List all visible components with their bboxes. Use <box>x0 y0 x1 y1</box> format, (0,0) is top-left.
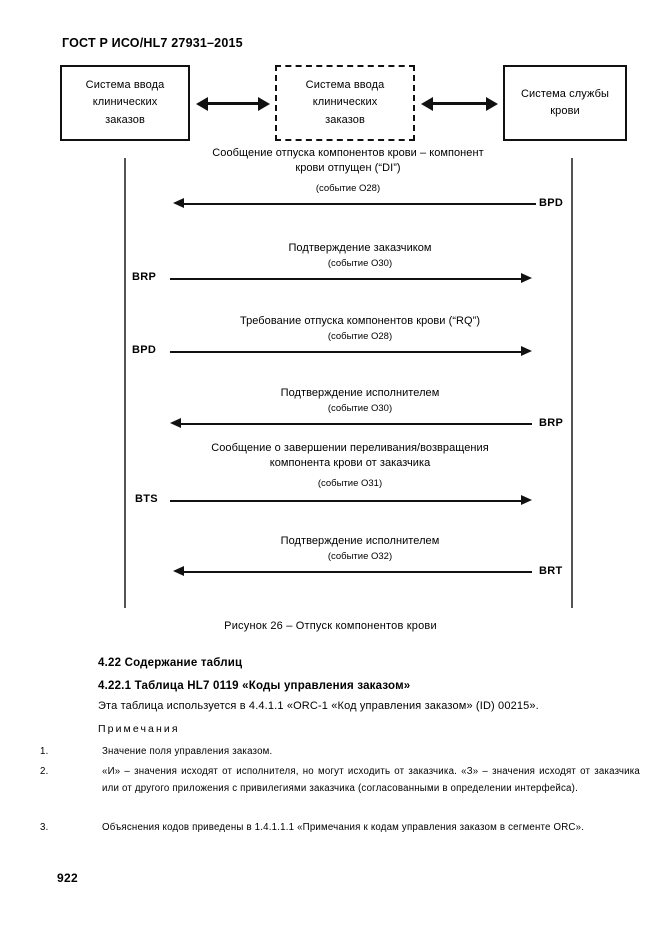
box-line: Система ввода <box>305 79 385 92</box>
lifeline-left <box>124 158 126 608</box>
arrow-head-left-icon <box>173 198 184 208</box>
arrow-shaft <box>204 102 262 105</box>
arrow-head-right-icon <box>521 273 532 283</box>
message-2-segment-label: BRP <box>132 271 157 283</box>
arrow-head-left-icon <box>421 96 433 111</box>
message-5-event: (событие O31) <box>317 478 383 489</box>
message-2-event: (событие O30) <box>327 258 393 269</box>
arrow-head-right-icon <box>521 495 532 505</box>
message-1-text: Сообщение отпуска компонентов крови – ко… <box>132 146 564 176</box>
message-6-arrow-icon <box>173 566 532 577</box>
message-line-1: Подтверждение исполнителем <box>280 535 440 547</box>
message-6-segment-label: BRT <box>539 565 563 577</box>
arrow-head-right-icon <box>486 96 498 111</box>
message-line-1: Сообщение отпуска компонентов крови – ко… <box>212 147 484 159</box>
lifeline-right <box>571 158 573 608</box>
message-line-2: компонента крови от заказчика <box>269 456 431 469</box>
notes-title: Примечания <box>98 723 180 735</box>
arrow-shaft <box>183 202 536 205</box>
box-line: Система ввода <box>85 79 165 92</box>
arrow-shaft <box>170 499 522 502</box>
message-4-text: Подтверждение исполнителем <box>160 386 560 401</box>
box-line: клинических <box>312 96 378 109</box>
message-1-segment-label: BPD <box>539 197 564 209</box>
message-line-1: Подтверждение исполнителем <box>280 387 440 399</box>
note-item: 3. Объяснения кодов приведены в 1.4.1.1.… <box>40 820 640 837</box>
document-header: ГОСТ Р ИСО/HL7 27931–2015 <box>62 36 243 50</box>
message-6-event: (событие O32) <box>327 551 393 562</box>
system-box-clinical-order-entry-left: Система ввода клинических заказов <box>60 65 190 141</box>
message-4-arrow-icon <box>170 418 532 429</box>
message-3-segment-label: BPD <box>132 344 157 356</box>
note-item: 2. «И» – значения исходят от исполнителя… <box>40 764 640 797</box>
arrow-shaft <box>429 102 490 105</box>
section-heading-4-22: 4.22 Содержание таблиц <box>98 657 243 669</box>
message-line-1: Подтверждение заказчиком <box>288 242 432 254</box>
box-line: Система службы <box>521 87 609 100</box>
note-item: 1. Значение поля управления заказом. <box>40 744 640 761</box>
double-arrow-icon-right <box>421 96 498 111</box>
note-text: «И» – значения исходят от исполнителя, н… <box>102 766 640 794</box>
arrow-shaft <box>183 570 532 573</box>
system-box-clinical-order-entry-middle: Система ввода клинических заказов <box>275 65 415 141</box>
message-3-arrow-icon <box>170 346 532 357</box>
message-3-event: (событие O28) <box>327 331 393 342</box>
note-text: Значение поля управления заказом. <box>102 746 273 757</box>
message-2-arrow-icon <box>170 273 532 284</box>
note-number: 2. <box>40 766 49 777</box>
arrow-head-right-icon <box>521 346 532 356</box>
message-1-event: (событие O28) <box>315 183 381 194</box>
section-heading-4-22-1: 4.22.1 Таблица HL7 0119 «Коды управления… <box>98 680 411 692</box>
arrow-shaft <box>170 350 522 353</box>
message-2-text: Подтверждение заказчиком <box>160 241 560 256</box>
message-line-1: Требование отпуска компонентов крови (“R… <box>239 315 481 327</box>
message-1-arrow-icon <box>173 198 536 209</box>
message-line-2: крови отпущен (“DI”) <box>295 161 401 174</box>
note-number: 3. <box>40 822 49 833</box>
note-text: Объяснения кодов приведены в 1.4.1.1.1 «… <box>102 822 585 833</box>
message-4-event: (событие O30) <box>327 403 393 414</box>
arrow-shaft <box>180 422 532 425</box>
message-5-segment-label: BTS <box>135 493 158 505</box>
message-3-text: Требование отпуска компонентов крови (“R… <box>160 314 560 329</box>
arrow-head-left-icon <box>173 566 184 576</box>
double-arrow-icon-left <box>196 96 270 111</box>
arrow-shaft <box>170 277 522 280</box>
arrow-head-right-icon <box>258 96 270 111</box>
message-5-arrow-icon <box>170 495 532 506</box>
message-line-1: Сообщение о завершении переливания/возвр… <box>211 442 489 454</box>
box-line: заказов <box>105 113 145 126</box>
message-4-segment-label: BRP <box>539 417 564 429</box>
page-number: 922 <box>57 871 78 885</box>
figure-caption: Рисунок 26 – Отпуск компонентов крови <box>224 620 437 632</box>
box-line: заказов <box>325 113 365 126</box>
message-6-text: Подтверждение исполнителем <box>160 534 560 549</box>
arrow-head-left-icon <box>196 96 208 111</box>
message-5-text: Сообщение о завершении переливания/возвр… <box>140 441 560 471</box>
box-line: крови <box>550 105 580 117</box>
intro-paragraph: Эта таблица используется в 4.4.1.1 «ORC-… <box>98 700 539 712</box>
arrow-head-left-icon <box>170 418 181 428</box>
box-line: клинических <box>92 96 158 109</box>
system-box-blood-bank: Система службы крови <box>503 65 627 141</box>
note-number: 1. <box>40 746 49 757</box>
